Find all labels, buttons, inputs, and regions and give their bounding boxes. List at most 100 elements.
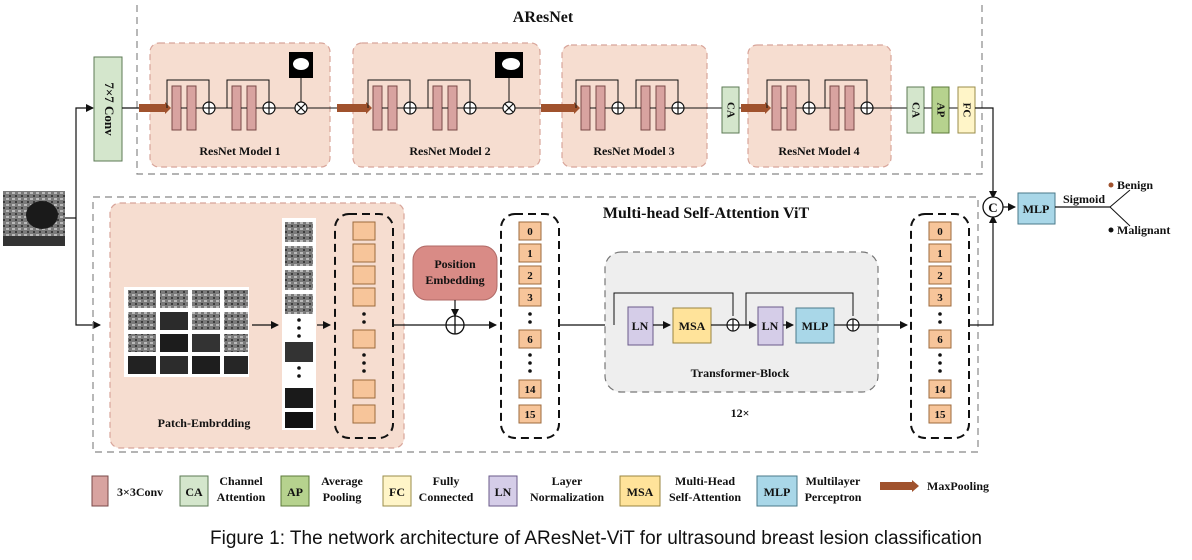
malignant-label: Malignant bbox=[1117, 223, 1170, 237]
ln-block-1 bbox=[627, 306, 654, 346]
token-a-token-index: 6 bbox=[527, 334, 533, 346]
legend-fc-swatch bbox=[382, 475, 412, 507]
token-a-token-index: 0 bbox=[527, 226, 533, 238]
legend-ca-swatch bbox=[179, 475, 209, 507]
benign-dot bbox=[1108, 182, 1114, 188]
token-a-token-index: 15 bbox=[525, 409, 537, 421]
legend-conv-label: 3×3Conv bbox=[117, 485, 163, 499]
legend-ap-abbr: AP bbox=[287, 485, 303, 499]
patch-sequence bbox=[282, 218, 316, 430]
concat-label: C bbox=[988, 200, 997, 215]
aresnet-title: AResNet bbox=[513, 9, 574, 26]
mlp-label-transformer: MLP bbox=[802, 319, 829, 333]
token-a-token-cell bbox=[518, 329, 542, 349]
token-b-token-cell bbox=[928, 265, 952, 285]
ca-label-2: CA bbox=[909, 102, 921, 118]
position-embedding-line2: Embedding bbox=[425, 273, 484, 287]
transformer-repeat: 12× bbox=[731, 406, 750, 420]
resnet-model-2: ResNet Model 2 bbox=[337, 42, 541, 168]
msa-label: MSA bbox=[679, 319, 706, 333]
aresnet-region bbox=[136, 0, 983, 175]
resnet-model-4-label: ResNet Model 4 bbox=[778, 144, 859, 158]
token-b-ellipsis-dot bbox=[938, 353, 942, 357]
transformer-block: LN MSA LN MLP Transformer-Block bbox=[604, 251, 879, 393]
ca-block-1 bbox=[721, 86, 740, 134]
token-b-token-index: 15 bbox=[935, 409, 947, 421]
ln-block-2 bbox=[757, 306, 784, 346]
token-b-token-index: 2 bbox=[937, 270, 943, 282]
token-a-ellipsis-dot bbox=[528, 361, 532, 365]
legend-fc-text-2: Connected bbox=[419, 490, 474, 504]
ca-label-1: CA bbox=[724, 102, 736, 118]
legend-maxpool-swatch bbox=[880, 482, 912, 490]
legend-ln-text-1: Layer bbox=[552, 474, 583, 488]
legend: 3×3Conv CA Channel Attention AP Average … bbox=[91, 474, 989, 507]
msa-block bbox=[672, 307, 712, 344]
token-b-ellipsis-dot bbox=[938, 361, 942, 365]
token-a-token-cell bbox=[518, 379, 542, 399]
figure-caption: Figure 1: The network architecture of AR… bbox=[210, 528, 982, 549]
fc-block bbox=[957, 86, 976, 134]
token-b-token-cell bbox=[928, 287, 952, 307]
token-a-token-cell bbox=[518, 243, 542, 263]
legend-msa-abbr: MSA bbox=[627, 485, 654, 499]
legend-ln-text-2: Normalization bbox=[530, 490, 604, 504]
conv7x7-label: 7×7 Conv bbox=[102, 82, 117, 136]
token-a-token-cell bbox=[518, 221, 542, 241]
legend-conv-swatch bbox=[91, 475, 109, 507]
output-branch-malignant bbox=[1109, 206, 1131, 227]
token-a-ellipsis-dot bbox=[528, 353, 532, 357]
ca-block-2 bbox=[906, 86, 925, 134]
token-b-token-cell bbox=[928, 329, 952, 349]
ln-label-2: LN bbox=[762, 319, 779, 333]
token-a-token-index: 3 bbox=[527, 292, 533, 304]
token-b-token-index: 14 bbox=[935, 384, 947, 396]
resnet-model-1-label: ResNet Model 1 bbox=[199, 144, 280, 158]
resnet-model-3: ResNet Model 3 bbox=[541, 44, 722, 168]
legend-mlp-abbr: MLP bbox=[764, 485, 791, 499]
input-ultrasound-image bbox=[3, 191, 65, 246]
legend-mlp-swatch bbox=[756, 475, 798, 507]
token-a-ellipsis-dot bbox=[528, 369, 532, 373]
resnet-model-2-label: ResNet Model 2 bbox=[409, 144, 490, 158]
token-b-token-index: 1 bbox=[937, 248, 943, 260]
position-embedding: Position Embedding bbox=[412, 245, 498, 301]
legend-ap-swatch bbox=[280, 475, 310, 507]
legend-mlp-text-1: Multilayer bbox=[806, 474, 861, 488]
token-a-token-cell bbox=[518, 287, 542, 307]
mlp-head-block bbox=[1017, 192, 1056, 225]
token-b-token-index: 0 bbox=[937, 226, 943, 238]
patch-grid-image bbox=[124, 287, 249, 377]
token-b-token-index: 6 bbox=[937, 334, 943, 346]
token-a-token-cell bbox=[518, 404, 542, 424]
patch-embedding-panel: Patch-Embrdding bbox=[109, 202, 405, 449]
patch-embedding-vector bbox=[334, 213, 394, 439]
resnet-model-4: ResNet Model 4 bbox=[741, 44, 907, 168]
legend-fc-text-1: Fully bbox=[433, 474, 460, 488]
malignant-dot bbox=[1108, 227, 1114, 233]
legend-ca-text-2: Attention bbox=[217, 490, 266, 504]
token-a-token-cell bbox=[518, 265, 542, 285]
legend-ca-text-1: Channel bbox=[219, 474, 263, 488]
legend-ln-abbr: LN bbox=[495, 485, 512, 499]
legend-ca-abbr: CA bbox=[185, 485, 203, 499]
transformer-block-label: Transformer-Block bbox=[691, 366, 790, 380]
legend-msa-swatch bbox=[619, 475, 661, 507]
token-b-ellipsis-dot bbox=[938, 312, 942, 316]
legend-fc-abbr: FC bbox=[389, 485, 405, 499]
token-a-token-index: 14 bbox=[525, 384, 537, 396]
conv7x7-block bbox=[93, 56, 123, 162]
token-b-token-cell bbox=[928, 379, 952, 399]
token-b-token-cell bbox=[928, 221, 952, 241]
resnet-model-1: ResNet Model 1 bbox=[139, 42, 331, 168]
token-b-ellipsis-dot bbox=[938, 320, 942, 324]
token-a-ellipsis-dot bbox=[528, 312, 532, 316]
ap-block bbox=[931, 86, 950, 134]
token-b-token-index: 3 bbox=[937, 292, 943, 304]
token-b-ellipsis-dot bbox=[938, 369, 942, 373]
mlp-head-label: MLP bbox=[1023, 202, 1050, 216]
token-a-token-index: 1 bbox=[527, 248, 533, 260]
legend-maxpool-label: MaxPooling bbox=[927, 479, 989, 493]
